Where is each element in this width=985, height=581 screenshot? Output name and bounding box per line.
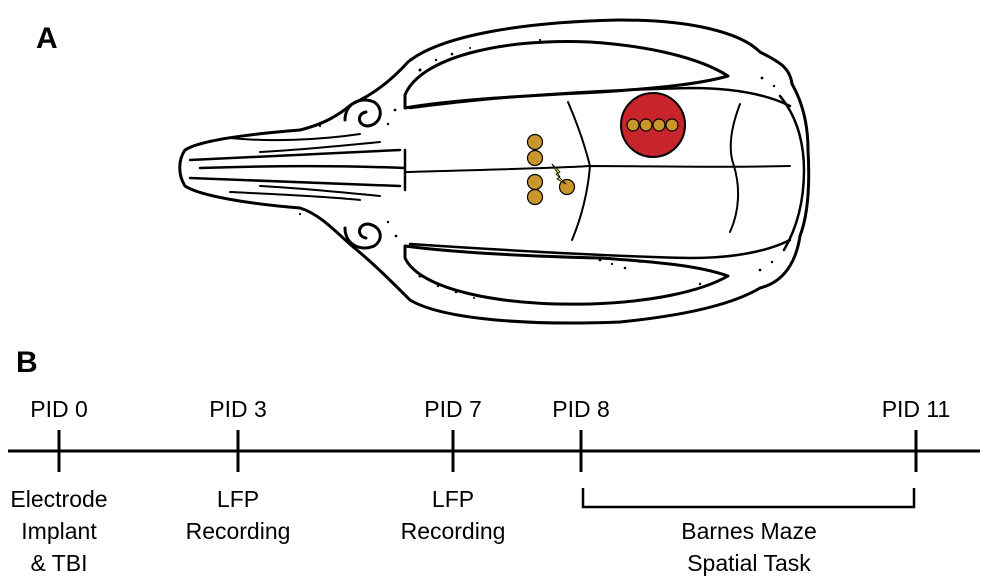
tick-label-pid-8: PID 8 — [552, 396, 610, 422]
lower-arch — [403, 244, 730, 306]
electrode-site — [652, 118, 666, 132]
electrode-site — [526, 149, 544, 167]
tick-label-pid-3: PID 3 — [209, 396, 267, 422]
electrode-site — [665, 118, 679, 132]
electrode-site — [626, 118, 640, 132]
bone-texture — [298, 38, 776, 299]
tick-label-pid-7: PID 7 — [424, 396, 482, 422]
lower-orbit-coil — [343, 222, 382, 250]
electrode-site — [558, 178, 576, 196]
caption-pid-0-line-2: Implant — [21, 518, 97, 544]
cranium-lower-border — [408, 238, 792, 260]
caption-pid-7-line-2: Recording — [401, 518, 506, 544]
bracket-caption-line-1: Barnes Maze — [681, 518, 817, 544]
caption-pid-7-line-1: LFP — [432, 486, 474, 512]
tick-label-pid-11: PID 11 — [882, 396, 951, 422]
coronal-suture — [567, 101, 591, 241]
caption-pid-3-line-1: LFP — [217, 486, 259, 512]
timeline: PID 0 PID 3 PID 7 PID 8 PID 11 Electrode… — [8, 396, 980, 576]
lightning-bolt-icon — [551, 163, 567, 185]
caption-pid-0-line-1: Electrode — [10, 486, 107, 512]
electrode-site — [526, 188, 544, 206]
skull-outline — [178, 18, 811, 325]
upper-orbit-coil — [343, 98, 382, 128]
electrode-site — [526, 173, 544, 191]
occipital-rim — [778, 94, 806, 252]
bracket-caption-line-2: Spatial Task — [687, 550, 811, 576]
electrode-site — [526, 133, 544, 151]
snout-upper — [229, 133, 381, 153]
nasal-bones — [188, 148, 407, 192]
caption-pid-0-line-3: & TBI — [30, 550, 87, 576]
snout-lower — [229, 185, 381, 201]
rat-skull-illustration — [178, 18, 811, 325]
injury-site — [620, 92, 686, 158]
lambdoid-suture — [729, 103, 741, 233]
barnes-maze-bracket — [581, 488, 916, 509]
electrode-site — [639, 118, 653, 132]
caption-pid-3-line-2: Recording — [186, 518, 291, 544]
tick-label-pid-0: PID 0 — [30, 396, 88, 422]
panel-b-label: B — [16, 346, 38, 379]
panel-a-label: A — [36, 22, 58, 55]
electrode-array-left — [526, 133, 576, 206]
cranium-upper-border — [408, 86, 792, 110]
